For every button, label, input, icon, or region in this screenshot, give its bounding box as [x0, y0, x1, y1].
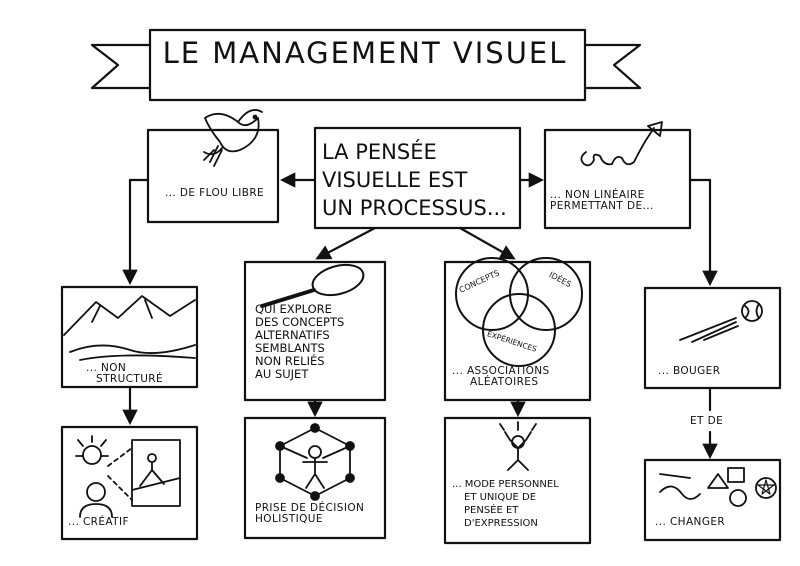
bird-icon [203, 109, 263, 167]
col4-bottom-text: ... CHANGER [655, 516, 726, 528]
top-left-box [146, 128, 280, 224]
mountain-river-icon [63, 295, 196, 361]
col1-bottom-text: ... CRÉATIF [68, 516, 129, 528]
col4-mid-text: ... BOUGER [658, 365, 721, 377]
page-title: LE MANAGEMENT VISUEL [162, 36, 568, 70]
top-right-box [543, 128, 692, 230]
col1-bottom-box [60, 425, 199, 541]
col3-bottom-text: ... MODE PERSONNEL ET UNIQUE DE PENSÉE E… [452, 479, 559, 529]
col1-mid-text: ... NON STRUCTURÉ [86, 362, 164, 386]
spiral-arrow-icon [580, 121, 663, 167]
col4-bottom-box [643, 458, 782, 542]
connector-arrows [122, 172, 718, 460]
col4-mid-box [643, 286, 782, 390]
col4-connector-text: ET DE [690, 415, 724, 427]
lightbulb-person-picture-icon [75, 435, 181, 518]
col2-bottom-text: PRISE DE DÉCISION HOLISTIQUE [255, 502, 365, 526]
top-left-text: ... DE FLOU LIBRE [164, 187, 265, 199]
top-right-text: ... NON LINÉAIRE PERMETTANT DE... [550, 189, 654, 213]
col2-bottom-box [243, 416, 387, 540]
center-text: LA PENSÉE VISUELLE EST UN PROCESSUS... [322, 140, 507, 220]
center-box [313, 126, 522, 230]
celebrating-person-icon [499, 421, 537, 471]
network-person-icon [275, 423, 355, 501]
col3-mid-text: ... ASSOCIATIONS ALÉATOIRES [452, 365, 550, 389]
comet-ball-icon [679, 300, 763, 343]
venn-diagram-icon [455, 257, 583, 367]
magnifier-icon [260, 263, 365, 308]
title-banner [90, 28, 642, 102]
shapes-transformation-icon [659, 467, 777, 507]
col3-bottom-box [443, 416, 592, 545]
